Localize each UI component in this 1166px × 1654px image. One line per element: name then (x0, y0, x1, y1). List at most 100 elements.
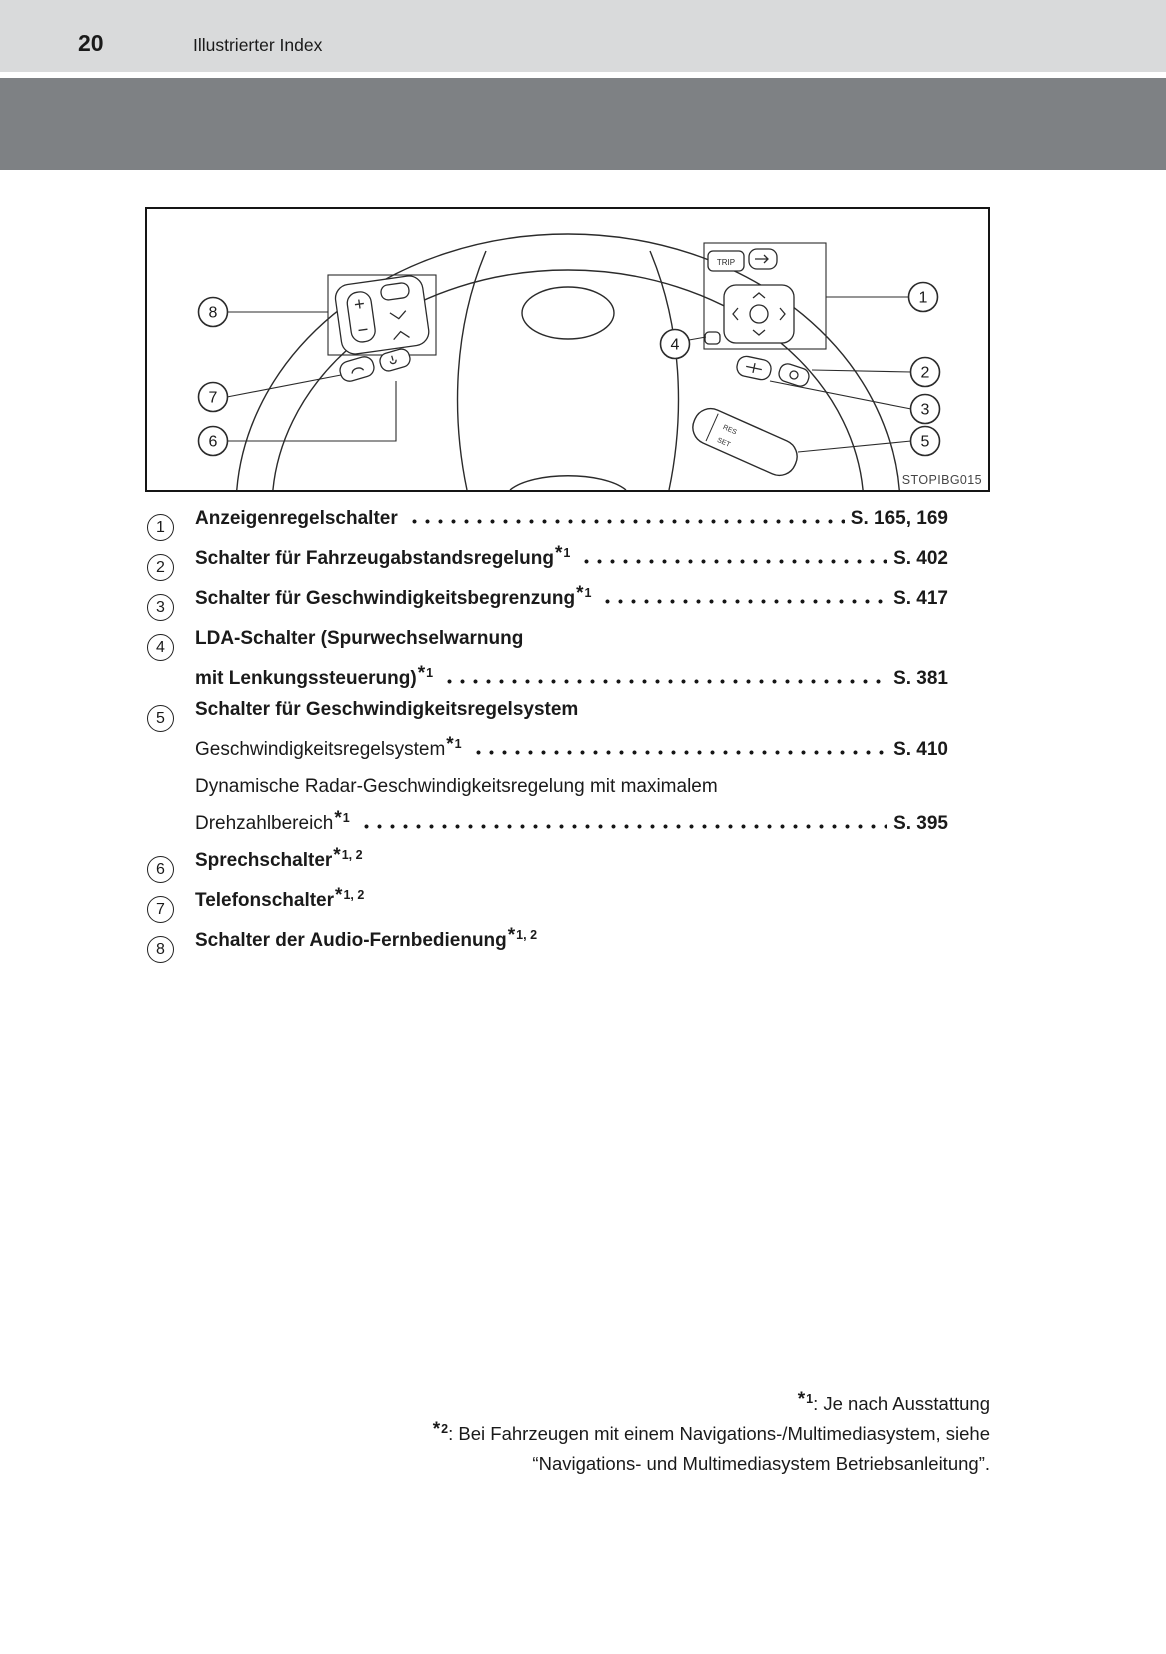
pad-right-icon (779, 307, 786, 321)
item-number-badge: 8 (147, 936, 174, 963)
reference-marker: *1 (576, 583, 592, 604)
index-item: 8 Schalter der Audio-Fernbedienung*1, 2 (147, 925, 990, 970)
index-row-text: Schalter der Audio-Fernbedienung*1, 2 (195, 925, 538, 951)
reference-marker: *1, 2 (333, 845, 363, 866)
index-row: Schalter der Audio-Fernbedienung*1, 2 (195, 925, 990, 970)
page-reference: S. 402 (893, 548, 948, 569)
item-number-badge: 6 (147, 856, 174, 883)
pad-up-icon (752, 292, 766, 299)
return-arrow-icon (755, 254, 769, 264)
header-divider (0, 72, 1166, 78)
item-number-badge: 2 (147, 554, 174, 581)
reference-marker: *1 (446, 734, 462, 755)
volume-down-icon (358, 328, 368, 332)
footnote-line: *2: Bei Fahrzeugen mit einem Navigations… (432, 1419, 990, 1444)
reference-marker: *1 (417, 663, 434, 684)
item-number-badge: 7 (147, 896, 174, 923)
limiter-icon (789, 370, 799, 380)
callout-number: 6 (209, 434, 218, 451)
reference-marker: *1 (334, 808, 350, 829)
steering-wheel-rim (236, 233, 900, 490)
enter-button (749, 304, 769, 324)
footnote-marker: *1 (797, 1389, 814, 1410)
trip-button-label: TRIP (717, 258, 735, 267)
callout-number: 7 (209, 390, 218, 407)
mode-button (380, 282, 410, 301)
seek-down-icon (389, 310, 407, 320)
index-row: Sprechschalter*1, 2 (195, 845, 990, 890)
index-row-text: Schalter für Geschwindigkeitsregelsystem (195, 699, 579, 720)
cruise-control-stalk: RES SET (692, 407, 798, 477)
index-row-text: Schalter für Fahrzeugabstandsregelung*1 (195, 543, 571, 569)
right-controls-cluster (704, 248, 810, 387)
volume-rocker (346, 291, 376, 343)
distance-control-switch (736, 355, 772, 381)
callout-number: 4 (671, 337, 680, 354)
phone-icon (351, 367, 365, 374)
page-reference: S. 165, 169 (850, 508, 948, 529)
section-color-band (0, 78, 1166, 170)
index-row-text: Dynamische Radar-Geschwindigkeitsregelun… (195, 776, 718, 797)
horn-pad (521, 286, 615, 340)
index-row: LDA-Schalter (Spurwechselwarnung (195, 628, 990, 668)
footnote-line: “Navigations- und Multimediasystem Betri… (532, 1453, 990, 1474)
volume-up-icon (354, 299, 364, 309)
item-number-badge: 3 (147, 594, 174, 621)
footnotes: *1: Je nach Ausstattung *2: Bei Fahrzeuge… (0, 1389, 990, 1478)
index-row: mit Lenkungssteuerung)*1 S. 381 (195, 663, 990, 699)
talk-switch (379, 348, 411, 372)
index-row: Schalter für Geschwindigkeitsbegrenzung*… (195, 583, 990, 628)
callout-number: 1 (919, 290, 928, 307)
page-reference: S. 417 (893, 588, 948, 609)
lda-switch (704, 331, 721, 345)
steering-wheel-figure: TRIP RES SET (145, 207, 990, 492)
seek-up-icon (393, 330, 410, 341)
callout-circle-6 (197, 425, 229, 457)
figure-code: STOPIBG015 (901, 473, 982, 487)
index-row-text: LDA-Schalter (Spurwechselwarnung (195, 628, 524, 649)
index-row: Telefonschalter*1, 2 (195, 885, 990, 930)
index-item: 6 Sprechschalter*1, 2 (147, 845, 990, 890)
callout-number: 2 (921, 365, 930, 382)
callout-number: 5 (921, 434, 930, 451)
page-reference: S. 381 (893, 668, 948, 689)
callout-circle-2 (909, 356, 941, 388)
index-row-text: mit Lenkungssteuerung)*1 (195, 663, 434, 689)
trip-button (707, 250, 745, 272)
reference-marker: *1, 2 (335, 885, 365, 906)
page-header: 20 Illustrierter Index (0, 0, 1166, 72)
steering-wheel-diagram: TRIP RES SET (197, 233, 941, 490)
dotted-leader (359, 824, 888, 829)
pad-down-icon (752, 329, 766, 336)
index-row: Dynamische Radar-Geschwindigkeitsregelun… (195, 776, 990, 813)
dotted-leader (601, 599, 888, 604)
callout-number: 3 (921, 402, 930, 419)
footnote-line: *1: Je nach Ausstattung (797, 1389, 990, 1414)
index-row-text: Geschwindigkeitsregelsystem*1 (195, 734, 462, 760)
dotted-leader (471, 750, 888, 755)
meter-cluster-highlight-frame (703, 242, 827, 350)
callout-circle-3 (909, 393, 941, 425)
callout-circle-5 (909, 425, 941, 457)
audio-controls-cluster (334, 275, 430, 355)
dotted-leader (580, 559, 888, 564)
phone-switch (339, 356, 375, 382)
callout-number: 8 (209, 305, 218, 322)
index-row: Schalter für Geschwindigkeitsregelsystem (195, 699, 990, 739)
reference-marker: *1 (554, 543, 571, 564)
index-row-text: Schalter für Geschwindigkeitsbegrenzung*… (195, 583, 592, 609)
callout-circle-1 (907, 281, 939, 313)
index-row: Schalter für Fahrzeugabstandsregelung*1 S… (195, 543, 990, 588)
reference-marker: *1, 2 (507, 925, 538, 946)
footnote-marker: *2 (432, 1419, 449, 1440)
index-row: Geschwindigkeitsregelsystem*1 S. 410 (195, 734, 990, 776)
index-item: 7 Telefonschalter*1, 2 (147, 885, 990, 930)
page-reference: S. 410 (893, 739, 948, 760)
dotted-leader (443, 679, 888, 684)
